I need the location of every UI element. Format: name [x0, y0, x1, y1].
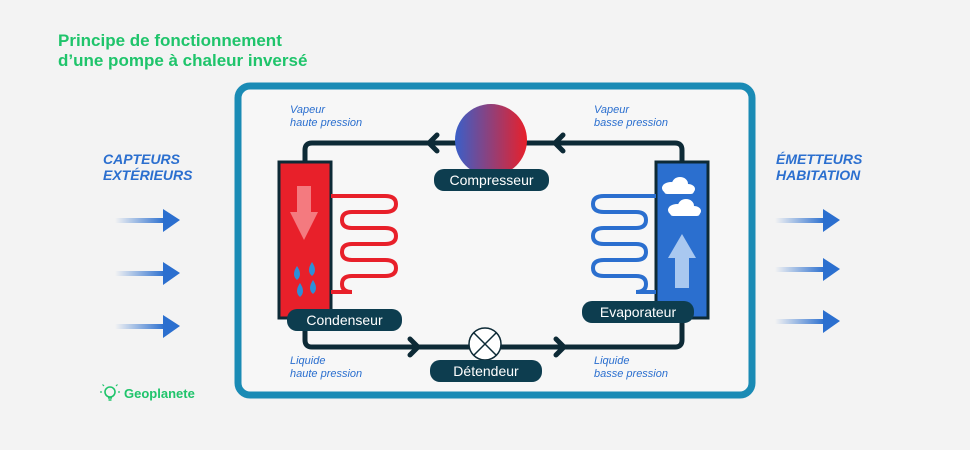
lightbulb-icon — [100, 384, 120, 401]
condenser-unit — [277, 160, 333, 320]
flow-arrow-bottom-left — [407, 336, 421, 358]
home-emitters-label: ÉMETTEURS HABITATION — [776, 151, 862, 183]
home-emitters-line-2: HABITATION — [776, 167, 861, 183]
outdoor-flow-arrow-3 — [115, 315, 180, 338]
flow-arrow-top-left — [426, 132, 440, 154]
outdoor-sensors-line-1: CAPTEURS — [103, 151, 181, 167]
compressor-label: Compresseur — [434, 169, 549, 191]
flow-direction-arrows — [407, 132, 567, 358]
cloud-icon — [662, 177, 695, 194]
state-label-top-left: Vapeur haute pression — [290, 104, 362, 130]
condenser-coil — [331, 194, 399, 294]
evaporator-coil — [590, 194, 656, 294]
outdoor-flow-arrows — [115, 209, 180, 338]
condenser-label: Condenseur — [287, 309, 402, 331]
brand-logo: Geoplanete — [100, 384, 195, 402]
state-bottom-right-line-1: Liquide — [594, 355, 630, 367]
home-flow-arrow-1 — [775, 209, 840, 232]
state-bottom-right-line-2: basse pression — [594, 368, 668, 380]
title-line-1: Principe de fonctionnement — [58, 31, 282, 50]
outdoor-flow-arrow-2 — [115, 262, 180, 285]
flow-arrow-top-right — [552, 132, 566, 154]
home-flow-arrow-2 — [775, 258, 840, 281]
expansion-valve-label: Détendeur — [430, 360, 542, 382]
title-line-2: d’une pompe à chaleur inversé — [58, 51, 308, 70]
home-emitters-line-1: ÉMETTEURS — [776, 151, 863, 167]
outdoor-flow-arrow-1 — [115, 209, 180, 232]
compressor-icon — [455, 104, 527, 176]
home-flow-arrows — [775, 209, 840, 333]
flow-arrow-bottom-right — [553, 336, 567, 358]
down-arrow-icon — [290, 186, 318, 240]
state-label-top-right: Vapeur basse pression — [594, 104, 668, 130]
state-top-right-line-1: Vapeur — [594, 104, 630, 116]
up-arrow-icon — [668, 234, 696, 288]
evaporator-label: Evaporateur — [582, 301, 694, 323]
state-label-bottom-right: Liquide basse pression — [594, 355, 668, 381]
diagram-title: Principe de fonctionnement d’une pompe à… — [58, 31, 307, 71]
outdoor-sensors-label: CAPTEURS EXTÉRIEURS — [103, 151, 192, 183]
state-top-left-line-2: haute pression — [290, 117, 363, 129]
outdoor-sensors-line-2: EXTÉRIEURS — [103, 167, 193, 183]
water-drops-icon — [294, 262, 316, 297]
expansion-valve-cross — [473, 332, 497, 356]
home-flow-arrow-3 — [775, 310, 840, 333]
state-bottom-left-line-2: haute pression — [290, 368, 363, 380]
state-bottom-left-line-1: Liquide — [290, 355, 326, 367]
state-top-right-line-2: basse pression — [594, 117, 668, 129]
state-label-bottom-left: Liquide haute pression — [290, 355, 362, 381]
cloud-icon-2 — [668, 199, 701, 216]
brand-name: Geoplanete — [124, 385, 195, 401]
state-top-left-line-1: Vapeur — [290, 104, 326, 116]
